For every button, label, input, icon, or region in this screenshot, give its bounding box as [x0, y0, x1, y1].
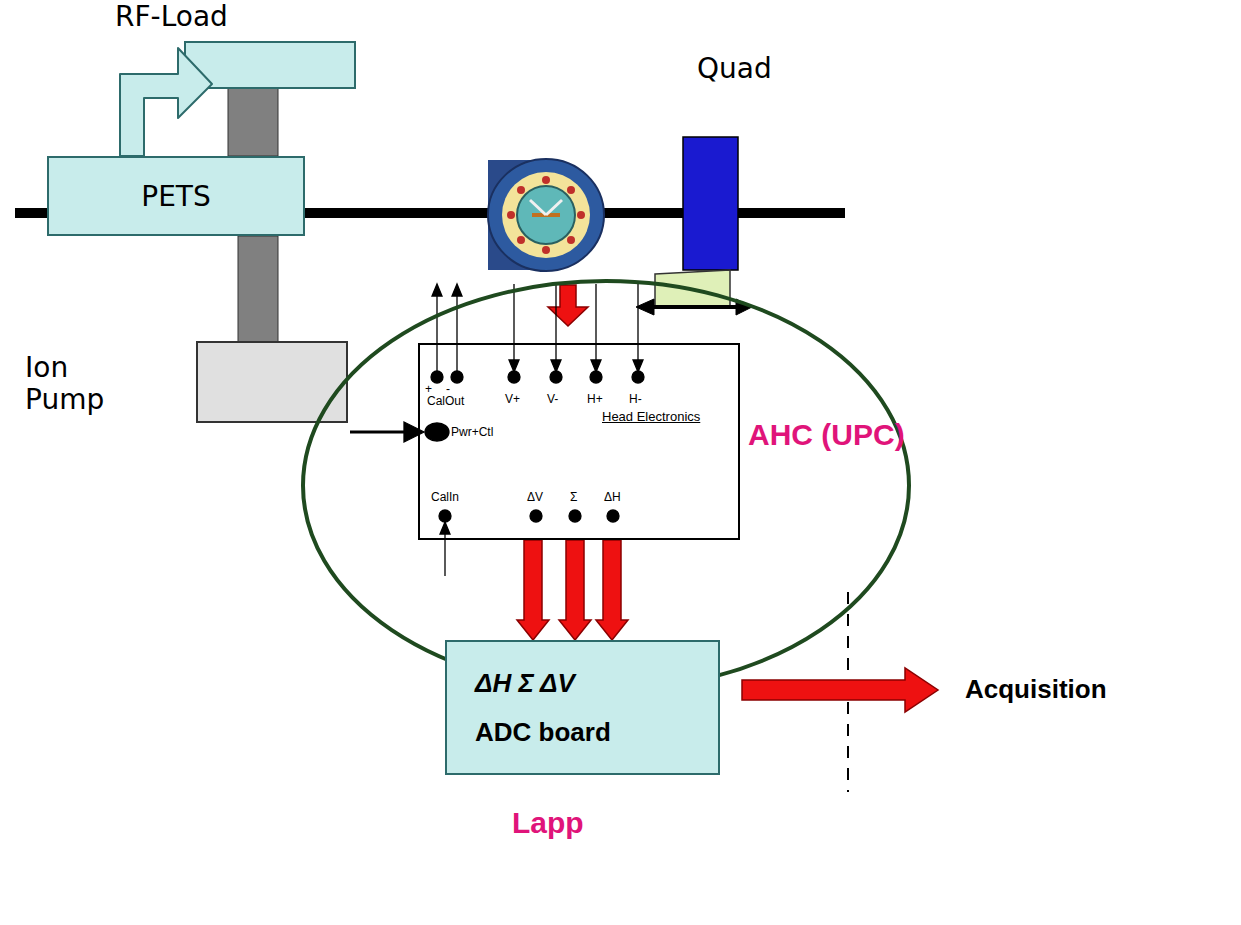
pin-label: CalIn — [431, 490, 459, 504]
pin-label: H+ — [587, 392, 603, 406]
quadrupole — [683, 137, 738, 270]
pin-label: H- — [629, 392, 642, 406]
pin-label: - — [446, 382, 450, 396]
signal-label: ΔH — [604, 490, 621, 504]
node-text: Head Electronics — [602, 409, 700, 424]
ellipse-outline — [300, 278, 912, 693]
node-text: ADC board — [475, 717, 611, 748]
output-arrow — [742, 668, 938, 712]
part-label: Ion Pump — [25, 352, 135, 416]
part-label: Quad — [697, 52, 772, 85]
signal-connector — [559, 540, 591, 640]
node-text: AHC (UPC) — [748, 418, 905, 452]
pin-label: CalOut — [427, 394, 464, 408]
signal-connector — [517, 540, 549, 640]
signal-arrow — [548, 285, 588, 326]
bpm-pickup — [488, 159, 604, 271]
pin-wiring — [350, 284, 644, 576]
pin-label: V+ — [505, 392, 520, 406]
signal-connector — [596, 540, 628, 640]
head-electronics-box: Head Electronics — [418, 343, 740, 540]
part-label: RF-Load — [115, 0, 228, 33]
ahc-ellipse: AHC (UPC) Head Electronics — [300, 278, 912, 693]
pump-connector — [238, 236, 278, 342]
node-text: PETS — [141, 180, 210, 213]
signal-label: ΔV — [527, 490, 543, 504]
pin-label: V- — [547, 392, 558, 406]
pets-box: PETS — [47, 156, 305, 236]
node-text: ΔH Σ ΔV — [475, 668, 575, 699]
pin-label: + — [425, 382, 432, 396]
group-label: Lapp — [512, 806, 584, 840]
output-label: Acquisition — [965, 674, 1107, 705]
pin-label: Pwr+Ctl — [451, 425, 493, 439]
adc-box: ΔH Σ ΔV ADC board — [445, 640, 720, 775]
rf-load-arrow — [120, 48, 212, 156]
rf-connector — [228, 88, 278, 156]
signal-label: Σ — [570, 490, 577, 504]
